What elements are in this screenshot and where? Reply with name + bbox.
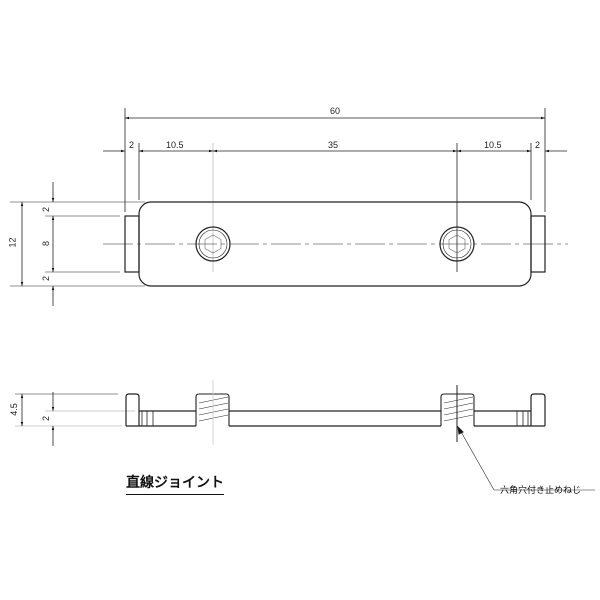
dim-tab-height: 8 (41, 240, 52, 247)
dim-overall-height: 12 (7, 237, 18, 248)
dim-left-hole-offset: 10.5 (166, 140, 184, 150)
dim-right-tab: 2 (535, 140, 541, 150)
callout-set-screw-label: 六角穴付き止めねじ (500, 485, 582, 495)
dim-left-tab: 2 (129, 140, 135, 150)
side-view (15, 380, 595, 491)
dim-right-hole-offset: 10.5 (484, 140, 502, 150)
dim-overall-width: 60 (330, 106, 341, 116)
dim-plate-thickness: 2 (41, 415, 52, 422)
dim-side-height: 4.5 (8, 403, 19, 416)
dim-top-margin: 2 (41, 206, 52, 213)
dim-hole-spacing: 35 (328, 140, 339, 150)
drawing-title: 直線ジョイント (126, 472, 224, 495)
dim-bottom-margin: 2 (41, 275, 52, 282)
top-view (10, 108, 568, 306)
